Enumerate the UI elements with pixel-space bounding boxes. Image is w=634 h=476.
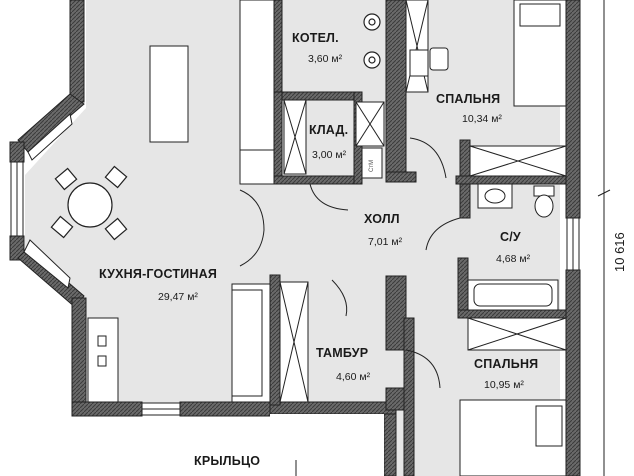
room-label-pantry: КЛАД. <box>309 123 348 137</box>
room-area-vestibule: 4,60 м² <box>336 371 371 383</box>
room-area-bedroom2: 10,95 м² <box>484 379 524 391</box>
wardrobe <box>231 283 271 403</box>
room-area-bedroom1: 10,34 м² <box>462 113 502 125</box>
bedroom1-bed <box>513 0 567 107</box>
dimension-line <box>597 0 611 476</box>
bedroom1-closet <box>405 0 449 93</box>
pantry-shelves <box>283 99 385 179</box>
room-label-bathroom: С/У <box>500 230 521 244</box>
windows <box>10 113 580 416</box>
room-area-kitchen: 29,47 м² <box>158 291 198 303</box>
kitchen-cabinet <box>87 317 119 403</box>
room-label-bedroom2: СПАЛЬНЯ <box>474 357 538 371</box>
boiler-equipment <box>363 13 381 69</box>
dimension-label: 10 616 <box>612 232 627 272</box>
dining-table <box>50 165 128 241</box>
stm-label: СтМ <box>369 160 375 172</box>
kitchen-counter <box>239 0 275 185</box>
bathroom-fixtures <box>467 145 567 311</box>
porch <box>270 414 384 476</box>
room-label-bedroom1: СПАЛЬНЯ <box>436 92 500 106</box>
room-label-hall: ХОЛЛ <box>364 212 400 226</box>
room-area-hall: 7,01 м² <box>368 236 403 248</box>
vestibule-closet <box>279 281 309 403</box>
room-area-bathroom: 4,68 м² <box>496 253 531 265</box>
room-label-vestibule: ТАМБУР <box>316 346 368 360</box>
room-area-boiler: 3,60 м² <box>308 53 343 65</box>
room-label-boiler: КОТЕЛ. <box>292 31 339 45</box>
room-label-kitchen: КУХНЯ-ГОСТИНАЯ <box>99 267 217 281</box>
room-label-porch: КРЫЛЬЦО <box>194 454 260 468</box>
room-area-pantry: 3,00 м² <box>312 149 347 161</box>
kitchen-island <box>149 45 189 143</box>
bedroom2-furniture <box>459 317 567 476</box>
